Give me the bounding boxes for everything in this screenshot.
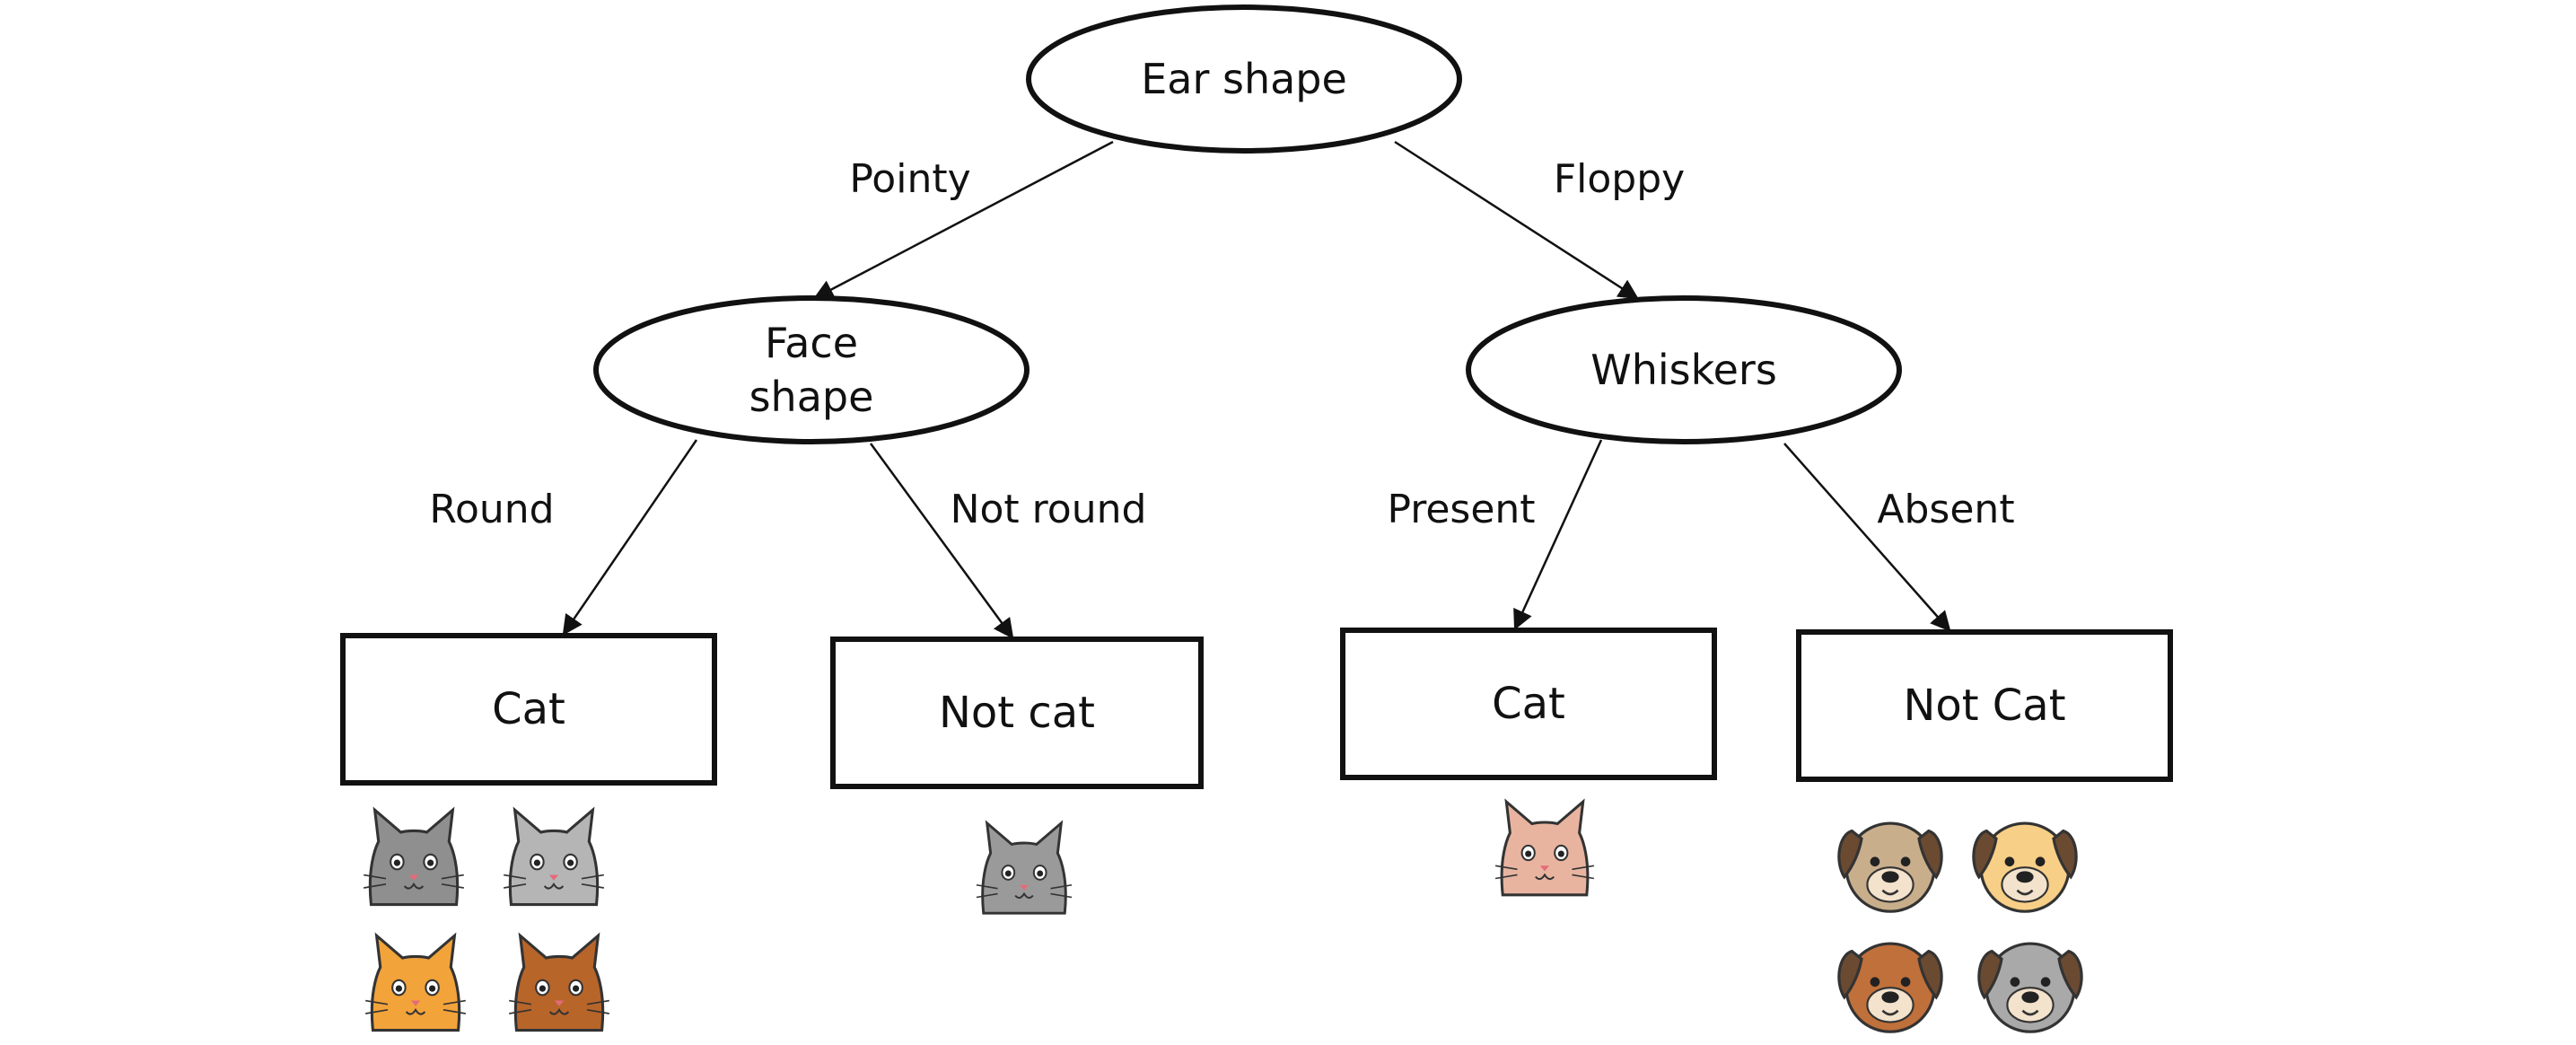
cat-icon xyxy=(362,808,466,907)
leaf-node-3-label: Cat xyxy=(1492,679,1565,729)
branch-label-pointy: Pointy xyxy=(849,156,970,202)
leaf-3-animals xyxy=(1494,800,1596,897)
leaf-node-1: Cat xyxy=(340,633,717,786)
edge-present xyxy=(1513,439,1603,631)
branch-label-round: Round xyxy=(429,487,554,532)
cat-icon xyxy=(502,808,606,907)
leaf-node-4: Not Cat xyxy=(1796,629,2173,782)
root-node-ear-shape: Ear shape xyxy=(1026,4,1462,154)
edge-not-round xyxy=(869,443,1014,639)
cat-icon xyxy=(364,934,468,1032)
root-node-label: Ear shape xyxy=(1141,55,1347,103)
node-face-shape-label-line2: shape xyxy=(749,373,874,421)
leaf-1-animals xyxy=(362,808,611,1032)
cat-icon xyxy=(507,934,611,1032)
leaf-node-2: Not cat xyxy=(830,637,1204,789)
branch-label-floppy: Floppy xyxy=(1554,156,1685,202)
cat-icon xyxy=(975,821,1073,915)
dog-icon xyxy=(1837,821,1943,913)
branch-label-absent: Absent xyxy=(1877,487,2014,532)
edge-round xyxy=(562,439,698,636)
node-face-shape-label-line1: Face xyxy=(765,319,858,367)
node-face-shape: Face shape xyxy=(593,295,1030,444)
dog-icon xyxy=(1837,942,1943,1033)
leaf-2-animals xyxy=(975,821,1073,915)
edge-absent xyxy=(1783,443,1951,632)
edge-pointy xyxy=(813,140,1114,300)
leaf-node-4-label: Not Cat xyxy=(1903,681,2065,731)
branch-label-present: Present xyxy=(1387,487,1535,532)
node-whiskers-label: Whiskers xyxy=(1590,346,1777,394)
dog-icon xyxy=(1977,942,2083,1033)
leaf-node-1-label: Cat xyxy=(492,684,565,734)
cat-icon xyxy=(1494,800,1596,897)
branch-labels: Pointy Floppy Round Not round Present Ab… xyxy=(429,156,2014,532)
node-whiskers: Whiskers xyxy=(1466,295,1902,444)
branch-label-not-round: Not round xyxy=(951,487,1147,532)
tree-edges xyxy=(562,140,1951,639)
dog-icon xyxy=(1972,821,2078,913)
leaf-node-3: Cat xyxy=(1340,628,1717,780)
leaf-node-2-label: Not cat xyxy=(939,688,1095,738)
leaf-4-animals xyxy=(1837,821,2083,1033)
edge-floppy xyxy=(1394,140,1639,300)
